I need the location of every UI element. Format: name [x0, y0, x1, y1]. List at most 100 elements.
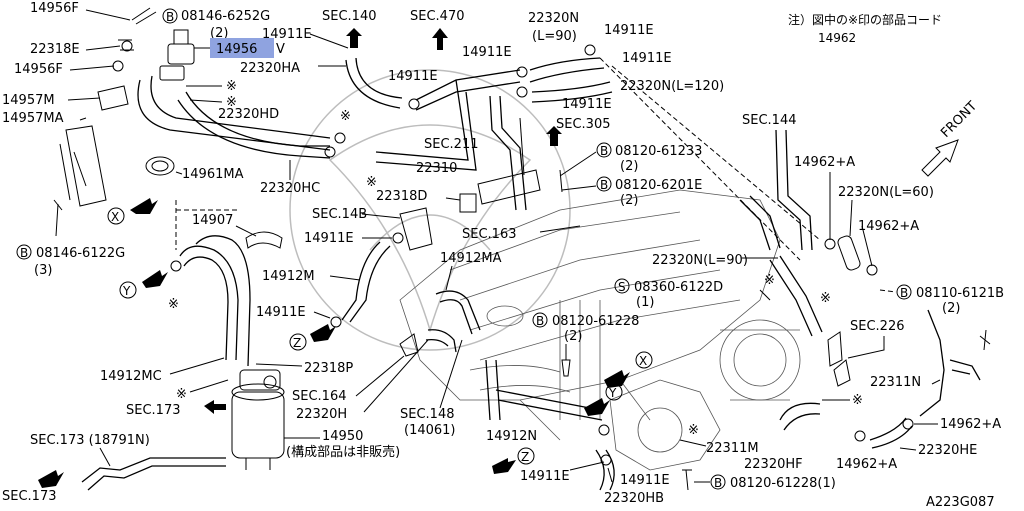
- label-sec144: SEC.144: [742, 113, 797, 128]
- label-14911E-h: 14911E: [256, 305, 306, 320]
- pipe-assembly-22310: [375, 69, 541, 211]
- label-08120-6201E: 08120-6201E: [615, 178, 702, 193]
- label-08120-61233: 08120-61233: [615, 144, 702, 159]
- label-22320N-L120: 22320N(L=120): [620, 79, 724, 94]
- label-14956F-top: 14956F: [30, 1, 79, 16]
- note-line-1: 注）図中の※印の部品コード: [788, 12, 942, 27]
- label-08120-61228-a-qty: (2): [564, 329, 582, 344]
- front-arrow-icon: [921, 139, 959, 177]
- label-14911E-b: 14911E: [604, 23, 654, 38]
- label-sec173-b: SEC.173: [2, 489, 57, 504]
- svg-text:S: S: [618, 280, 626, 294]
- label-sec173-18791N: SEC.173 (18791N): [30, 433, 150, 448]
- bolt-symbol-08110-6121B: B: [896, 284, 912, 300]
- label-sec140: SEC.140: [322, 9, 377, 24]
- label-08120-61233-qty: (2): [620, 159, 638, 174]
- sec470-arrow-icon: [432, 28, 448, 50]
- ref-circle-y-right: Y: [605, 383, 623, 401]
- label-22320HF: 22320HF: [744, 457, 803, 472]
- label-14962A-3: 14962+A: [940, 417, 1001, 432]
- ref-circle-z-left: Z: [289, 333, 307, 351]
- sec305-arrow-icon: [546, 126, 562, 146]
- label-14911E-i: 14911E: [520, 469, 570, 484]
- bolt-symbol-08120-6201E: B: [596, 176, 612, 192]
- svg-text:Z: Z: [521, 450, 529, 464]
- asterisk-10: ※: [852, 393, 863, 408]
- label-14956F-low: 14956F: [14, 62, 63, 77]
- watermark-logo: [289, 69, 571, 351]
- hose-14912M: [341, 241, 391, 323]
- asterisk-8: ※: [820, 291, 831, 306]
- label-sec173-a: SEC.173: [126, 403, 181, 418]
- asterisk-3: ※: [340, 109, 351, 124]
- bolt-symbol-08146-6122G: B: [16, 244, 32, 260]
- label-22320H: 22320H: [296, 407, 347, 422]
- note-line-2: 14962: [818, 31, 856, 45]
- pipe-sec173-18791N: [81, 457, 226, 491]
- hose-14912MC: [179, 235, 251, 367]
- svg-text:B: B: [600, 178, 608, 192]
- label-08146-6252G: 08146-6252G: [181, 9, 270, 24]
- label-14912MC: 14912MC: [100, 369, 162, 384]
- label-14956-suffix: V: [276, 42, 285, 57]
- hose-22320HC: [177, 91, 331, 159]
- arrow-z-left-icon: [310, 324, 336, 342]
- hose-22320HB: [595, 449, 615, 491]
- highlight-14956: [210, 38, 274, 58]
- label-08146-6252G-qty: (2): [210, 26, 228, 41]
- label-22320HB: 22320HB: [604, 491, 664, 506]
- label-14962A-2: 14962+A: [858, 219, 919, 234]
- label-08120-6201E-qty: (2): [620, 193, 638, 208]
- hose-14912N: [485, 359, 603, 421]
- asterisk-6: ※: [176, 387, 187, 402]
- label-14912N: 14912N: [486, 429, 537, 444]
- hose-22320N-L120: [529, 57, 613, 103]
- ref-circle-y-left: Y: [119, 281, 137, 299]
- svg-text:B: B: [900, 286, 908, 300]
- arrow-z-bottom-icon: [492, 458, 516, 474]
- valve-assembly: [59, 7, 195, 207]
- svg-text:X: X: [639, 354, 647, 368]
- ref-circle-x: X: [107, 207, 125, 225]
- label-sec148-sub: (14061): [404, 423, 456, 438]
- asterisk-4: ※: [366, 175, 377, 190]
- label-22320HE: 22320HE: [918, 443, 977, 458]
- hose-22320N-L60: [837, 235, 861, 271]
- hose-14912MA: [435, 290, 481, 335]
- ref-circle-z-bottom: Z: [517, 447, 535, 465]
- label-08360-6122D: 08360-6122D: [634, 280, 723, 295]
- lower-engine-section: [609, 379, 721, 471]
- label-08146-6122G-qty: (3): [34, 263, 52, 278]
- bolt-symbol-08120-61228-a: B: [532, 312, 548, 328]
- hose-22320HD: [137, 75, 331, 151]
- label-22320HD: 22320HD: [218, 107, 279, 122]
- svg-text:Y: Y: [122, 284, 131, 298]
- label-22320HA: 22320HA: [240, 61, 300, 76]
- label-14907: 14907: [192, 213, 233, 228]
- pipe-sec144: [739, 129, 813, 251]
- label-sec148: SEC.148: [400, 407, 455, 422]
- asterisk-1: ※: [226, 79, 237, 94]
- label-14950: 14950: [322, 429, 363, 444]
- label-14911E-a: 14911E: [262, 27, 312, 42]
- label-08110-6121B: 08110-6121B: [916, 286, 1004, 301]
- label-08146-6122G: 08146-6122G: [36, 246, 125, 261]
- label-14911E-c: 14911E: [462, 45, 512, 60]
- asterisk-5: ※: [168, 297, 179, 312]
- front-label: FRONT: [938, 99, 980, 141]
- sec173-b-arrow-icon: [38, 470, 64, 488]
- label-14956[interactable]: 14956: [216, 42, 257, 57]
- component-sec14B: [399, 207, 433, 251]
- arrow-x-icon: [130, 198, 158, 214]
- label-14911E-e: 14911E: [622, 51, 672, 66]
- arrow-x-right-icon: [604, 370, 630, 388]
- bolt-symbol-08120-61233: B: [596, 142, 612, 158]
- hose-22320HF: [779, 402, 821, 431]
- screw-symbol-08360-6122D: S: [614, 278, 630, 294]
- svg-text:B: B: [20, 246, 28, 260]
- clip-14961MA: [145, 156, 175, 176]
- hose-22320HE: [869, 417, 913, 449]
- part-22318D: [459, 193, 477, 213]
- engine-intake-manifold: [399, 189, 781, 441]
- label-22320N-L90-mid: 22320N(L=90): [652, 253, 748, 268]
